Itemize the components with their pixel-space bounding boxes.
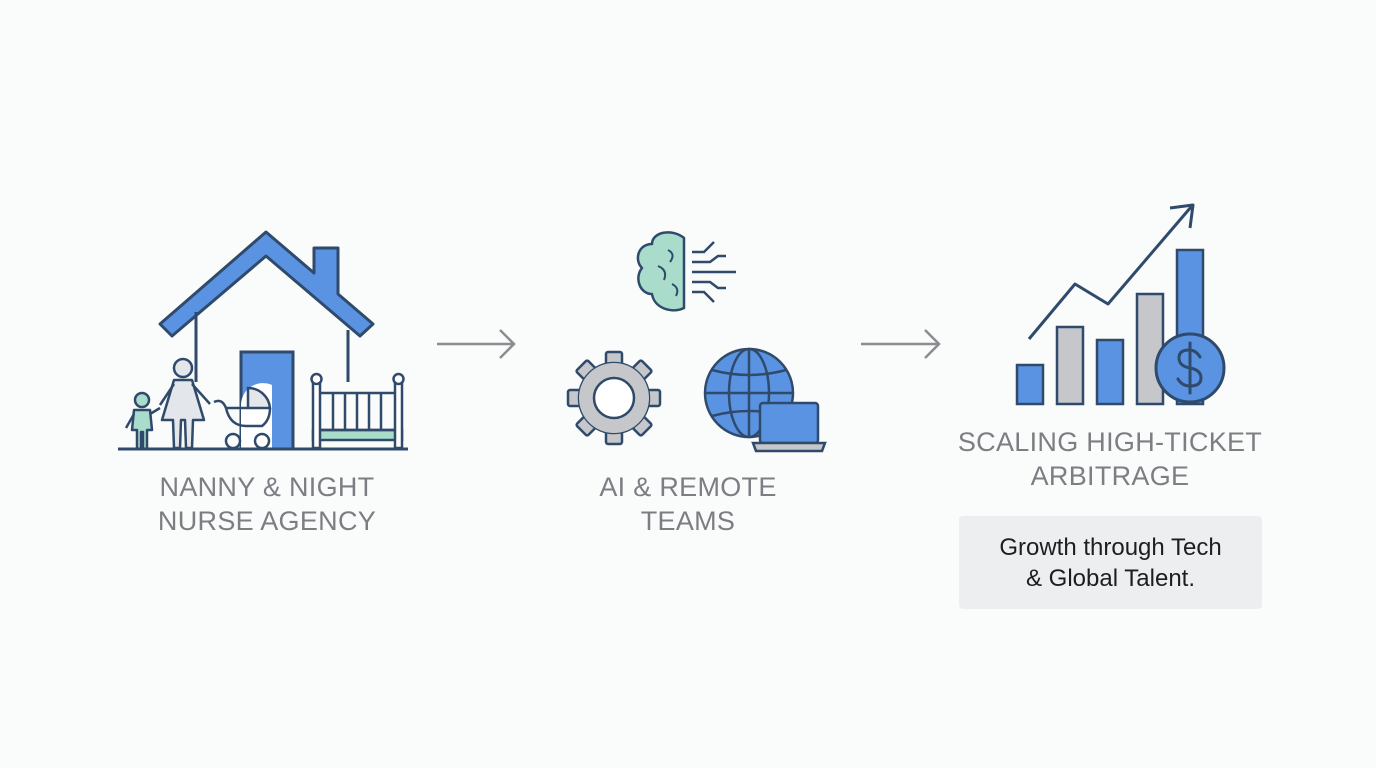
laptop-icon (751, 401, 827, 453)
roof-shape (158, 230, 375, 338)
chart-bar (1135, 292, 1165, 406)
ai-remote-icons (566, 231, 827, 453)
step-label-line: SCALING HIGH-TICKET (957, 427, 1263, 457)
house-family-icon (118, 230, 408, 451)
step-label-line: AI & REMOTE (599, 472, 777, 502)
trend-arrow-icon (1027, 206, 1193, 340)
circuit-lines-icon (692, 241, 736, 303)
chart-bar (1095, 338, 1125, 406)
brain-icon (636, 231, 686, 312)
mother-figure-icon (158, 357, 211, 450)
step-label-line: ARBITRAGE (1030, 461, 1190, 491)
child-figure-icon (124, 391, 161, 451)
dollar-coin-icon (1154, 332, 1226, 404)
crib-icon (310, 372, 405, 450)
step-label-agency: NANNY & NIGHT NURSE AGENCY (110, 470, 424, 538)
arrow-right-icon (861, 329, 941, 359)
step-label-line: TEAMS (640, 506, 736, 536)
growth-chart-icon (1015, 203, 1226, 406)
growth-note-box: Growth through Tech & Global Talent. (959, 516, 1262, 609)
note-line: Growth through Tech (999, 534, 1222, 561)
step-label-line: NANNY & NIGHT (159, 472, 375, 502)
arrow-right-icon (437, 329, 516, 359)
chart-bar (1015, 363, 1045, 406)
step-label-arbitrage: SCALING HIGH-TICKET ARBITRAGE (940, 425, 1280, 493)
note-line: & Global Talent. (1026, 565, 1195, 592)
gear-icon (566, 350, 662, 446)
step-label-line: NURSE AGENCY (157, 506, 377, 536)
chart-bar (1055, 325, 1085, 406)
step-label-ai-remote: AI & REMOTE TEAMS (560, 470, 816, 538)
